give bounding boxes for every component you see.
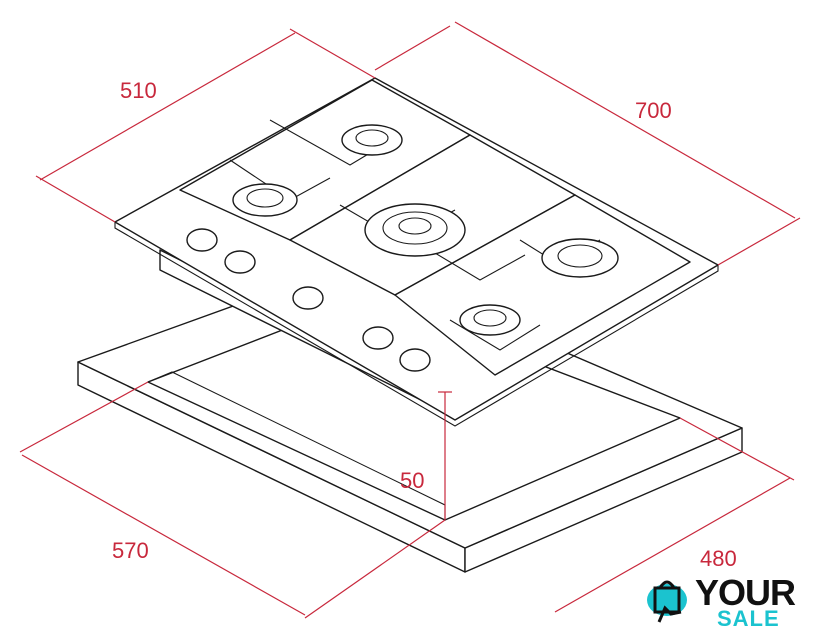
- burners: [232, 124, 619, 336]
- dim-label-700: 700: [635, 98, 672, 123]
- logo-text-sale: SALE: [717, 606, 780, 631]
- dim-label-50: 50: [400, 468, 424, 493]
- control-knobs: [186, 228, 431, 372]
- burner-front: [459, 304, 521, 336]
- burner-right: [541, 238, 619, 278]
- dimension-lines: [19, 21, 801, 619]
- burner-rear-mid: [341, 124, 403, 156]
- logo-text-your: YOUR: [695, 572, 796, 613]
- your-sale-logo: YOUR SALE: [645, 572, 805, 634]
- burner-rear-left: [232, 183, 298, 217]
- dim-label-480: 480: [700, 546, 737, 571]
- dim-label-570: 570: [112, 538, 149, 563]
- burner-wok: [364, 203, 466, 257]
- dim-label-510: 510: [120, 78, 157, 103]
- shopping-bag-hand-icon: [647, 580, 687, 623]
